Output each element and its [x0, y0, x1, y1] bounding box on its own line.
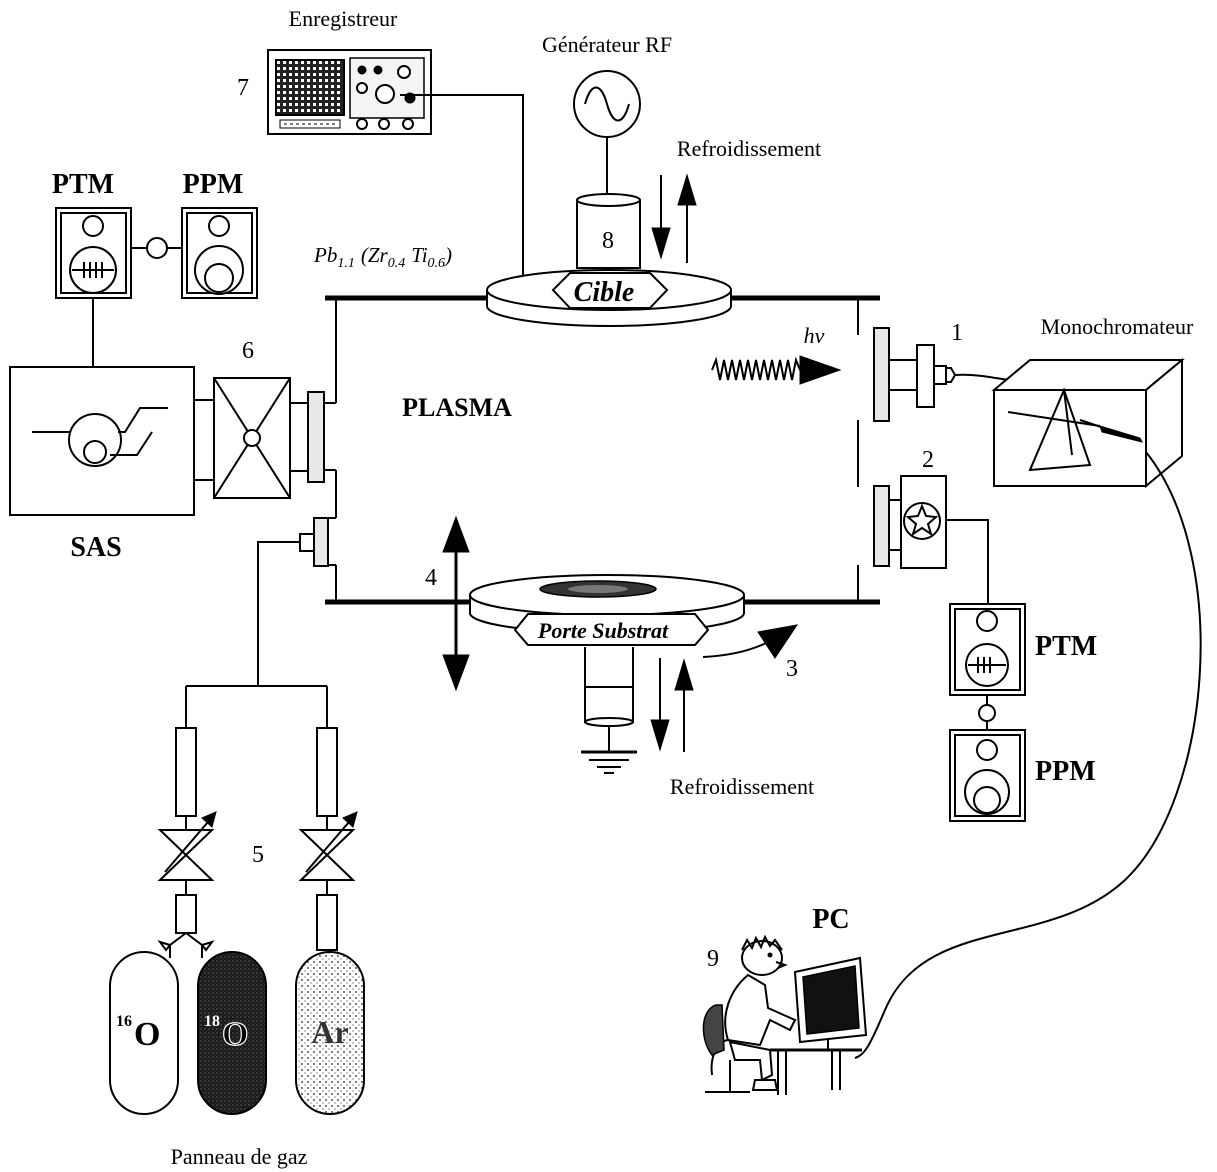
number-3: 3	[786, 656, 798, 682]
target-electrode	[576, 193, 641, 269]
comp-close: )	[444, 243, 452, 267]
prism-icon	[1028, 387, 1092, 472]
comp-zr-sub: 0.4	[388, 256, 406, 271]
number-6: 6	[242, 338, 254, 364]
cooling-arrows-top	[651, 173, 697, 263]
pc-label: PC	[812, 904, 849, 935]
ppm-right-label: PPM	[1035, 756, 1096, 787]
plasma-label: PLASMA	[402, 393, 512, 422]
substrate-support	[584, 647, 634, 752]
monochromator-label: Monochromateur	[1041, 314, 1194, 339]
number-4: 4	[425, 565, 437, 591]
number-2: 2	[922, 447, 934, 473]
o16-symbol: O	[134, 1016, 160, 1053]
vertical-movement-arrow	[442, 515, 470, 692]
o18-mass: 18	[204, 1013, 220, 1030]
comp-ti-sub: 0.6	[428, 256, 446, 271]
ptm-ppm-connector-left	[146, 237, 168, 259]
gauge-cable	[946, 519, 989, 603]
comp-ti: Ti	[411, 243, 428, 267]
number-5: 5	[252, 842, 264, 868]
ptm-right	[949, 603, 1026, 696]
gas-line	[185, 541, 328, 728]
rf-generator-label: Générateur RF	[542, 32, 672, 57]
ptm-left-label: PTM	[52, 169, 114, 200]
number-1: 1	[951, 320, 963, 346]
sas-chamber	[9, 366, 195, 516]
comp-pb: Pb	[313, 243, 337, 267]
gas-line-right	[298, 727, 358, 951]
cylinder-ar	[295, 951, 365, 1115]
ptm-left	[55, 207, 132, 299]
optical-port	[873, 327, 957, 422]
cooling-label-top: Refroidissement	[677, 136, 821, 161]
monochromator	[991, 357, 1185, 489]
cooling-arrows-bottom	[650, 658, 694, 752]
optical-fiber	[954, 373, 1009, 381]
recorder-screen	[275, 59, 345, 116]
gas-panel-label: Panneau de gaz	[171, 1144, 308, 1169]
gas-inlet-port	[299, 517, 336, 567]
reactor-chamber	[325, 295, 880, 605]
o16-mass: 16	[116, 1013, 132, 1030]
emission-arrow-head	[799, 355, 842, 385]
gas-line-left	[157, 727, 217, 958]
recorder-label: Enregistreur	[289, 6, 398, 31]
cooling-label-bottom: Refroidissement	[670, 774, 814, 799]
cylinder-o16	[109, 951, 179, 1115]
emission-wave	[711, 356, 801, 381]
number-8: 8	[602, 228, 614, 254]
target-label: Cible	[574, 277, 635, 308]
ppm-left-label: PPM	[183, 169, 244, 200]
ppm-right	[949, 729, 1026, 822]
o18-symbol: O	[222, 1016, 248, 1053]
number-7: 7	[237, 75, 249, 101]
ptm-right-label: PTM	[1035, 631, 1097, 662]
ar-symbol: Ar	[311, 1014, 348, 1050]
ptm-ppm-connector-right	[978, 704, 996, 722]
composition-label: Pb1.1 (Zr0.4 Ti0.6)	[313, 243, 452, 271]
ppm-left	[181, 207, 258, 299]
hv-label: hν	[804, 323, 825, 348]
comp-pb-sub: 1.1	[337, 256, 355, 271]
recorder-cable	[400, 94, 524, 283]
star-icon	[905, 503, 939, 537]
sine-wave-icon	[584, 86, 630, 122]
recorder	[267, 49, 432, 135]
pc-operator-illustration	[702, 934, 868, 1095]
substrate-holder	[469, 574, 745, 646]
sas-label: SAS	[70, 532, 121, 563]
substrate-holder-label: Porte Substrat	[537, 618, 669, 643]
gate-valve	[194, 377, 336, 499]
pressure-gauge	[873, 475, 947, 569]
target-disk	[486, 269, 732, 327]
pc-cable	[854, 451, 1202, 1059]
comp-zr: (Zr	[361, 243, 389, 267]
ground-icon	[581, 750, 637, 774]
rotation-arrow	[702, 624, 799, 659]
number-9: 9	[707, 946, 719, 972]
cylinder-o18	[197, 951, 267, 1115]
